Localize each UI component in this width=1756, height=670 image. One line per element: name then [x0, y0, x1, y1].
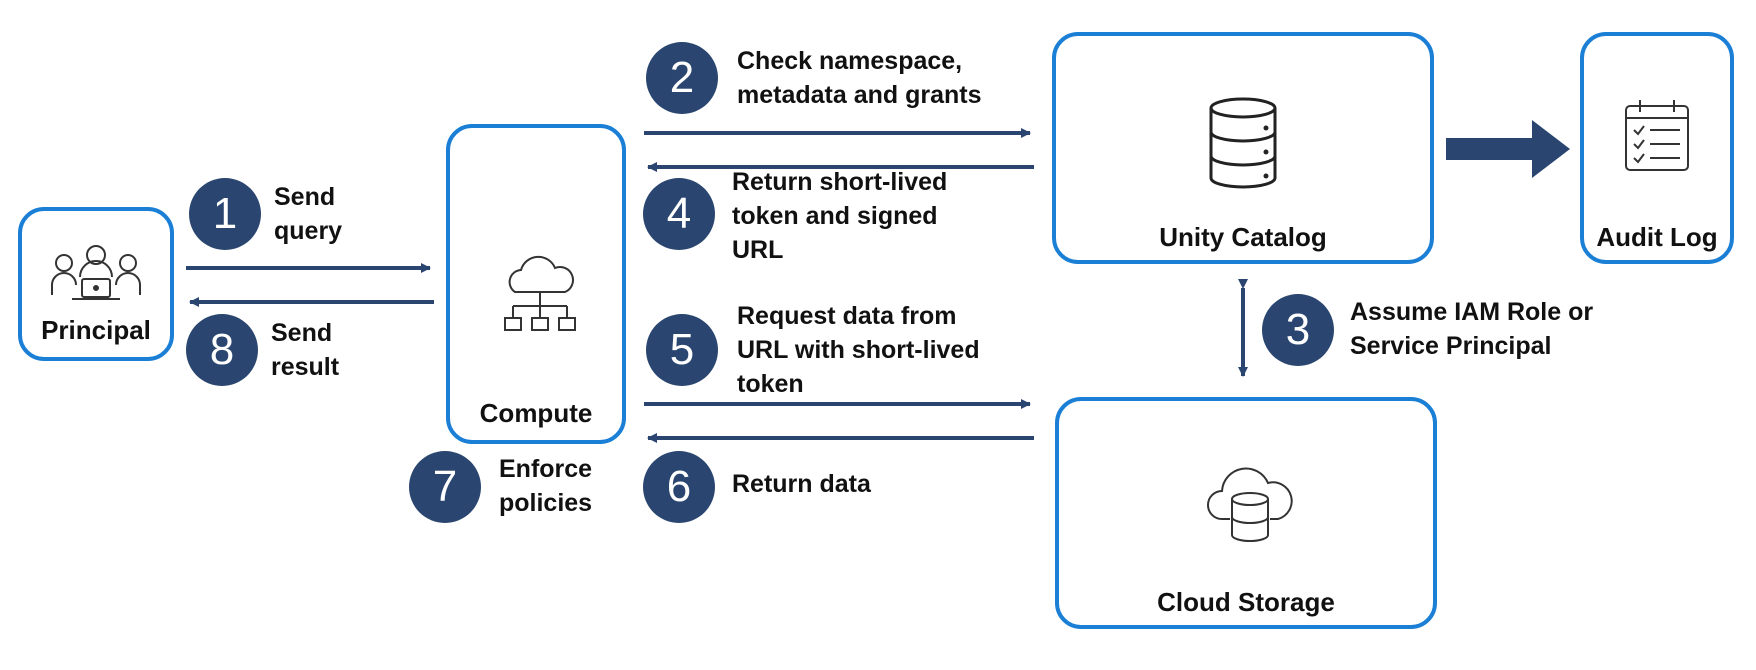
step-4-badge: 4 [643, 178, 715, 250]
cloud-storage-box: Cloud Storage [1055, 397, 1437, 629]
unity-catalog-label: Unity Catalog [1159, 222, 1327, 252]
step-6-label: Return data [732, 470, 871, 498]
step-3-badge: 3 [1262, 294, 1334, 366]
database-icon [1209, 97, 1277, 189]
step-4-label: Return short-lived token and signed URL [732, 168, 948, 264]
step-8-badge: 8 [186, 314, 258, 386]
step-1-badge: 1 [189, 178, 261, 250]
principal-box: Principal [18, 207, 174, 361]
step-2-badge: 2 [646, 42, 718, 114]
cloud-network-icon [504, 255, 576, 331]
step-1-label: Send query [274, 183, 343, 245]
step-8-label: Send result [271, 319, 340, 381]
step-7-badge: 7 [409, 451, 481, 523]
principal-label: Principal [41, 315, 151, 345]
step-3-label: Assume IAM Role or Service Principal [1350, 298, 1594, 360]
arrow-audit [1446, 120, 1570, 178]
people-laptop-icon [51, 245, 141, 300]
step-2-label: Check namespace, metadata and grants [737, 47, 982, 109]
compute-box: Compute [446, 124, 626, 444]
cloud-storage-label: Cloud Storage [1157, 587, 1335, 617]
step-5-badge: 5 [646, 314, 718, 386]
audit-log-label: Audit Log [1596, 222, 1718, 252]
unity-catalog-box: Unity Catalog [1052, 32, 1434, 264]
compute-label: Compute [479, 398, 593, 428]
step-6-badge: 6 [643, 451, 715, 523]
audit-log-box: Audit Log [1580, 32, 1734, 264]
step-7-label: Enforce policies [499, 455, 593, 517]
cloud-database-icon [1207, 467, 1293, 542]
step-5-label: Request data from URL with short-lived t… [737, 302, 980, 398]
checklist-calendar-icon [1625, 100, 1689, 171]
